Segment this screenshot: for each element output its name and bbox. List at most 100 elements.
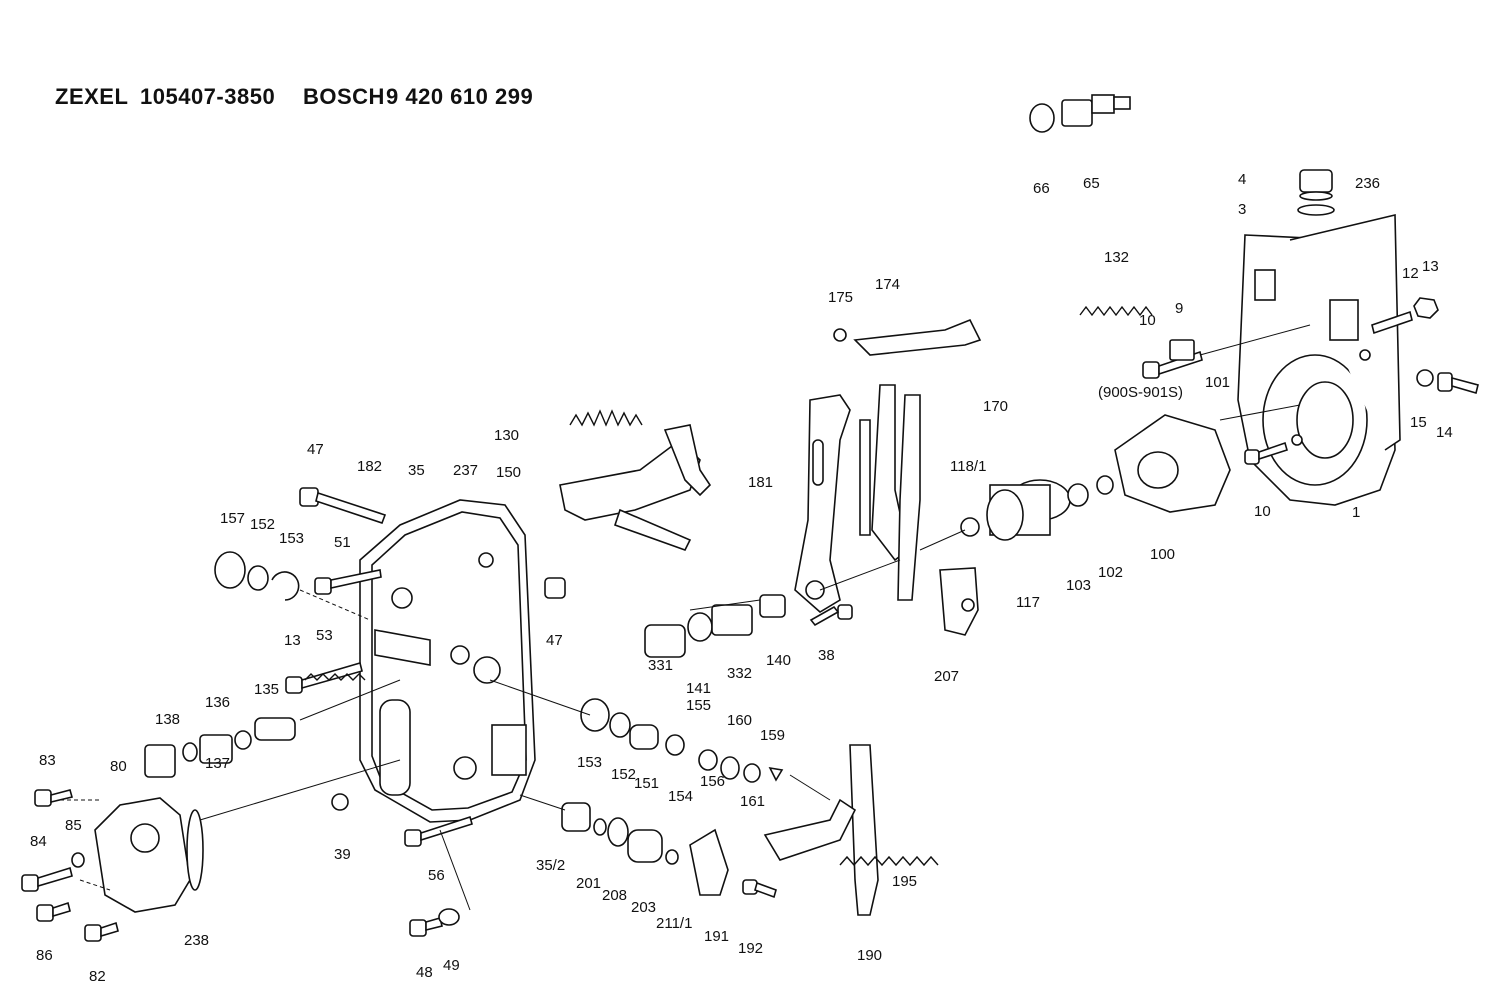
callout-label: 135 — [254, 681, 279, 698]
callout-label: 38 — [818, 647, 835, 664]
callout-label: 1 — [1352, 504, 1360, 521]
brand-bosch: BOSCH — [303, 84, 385, 109]
callout-label: 191 — [704, 928, 729, 945]
callout-label: 35/2 — [536, 857, 565, 874]
callout-label: 14 — [1436, 424, 1453, 441]
callout-label: 138 — [155, 711, 180, 728]
callout-label: 117 — [1016, 594, 1040, 611]
callout-label: 39 — [334, 846, 351, 863]
callout-label: 80 — [110, 758, 127, 775]
callout-label: 236 — [1355, 175, 1380, 192]
callout-label: 153 — [279, 530, 304, 547]
callout-label: 102 — [1098, 564, 1123, 581]
callout-label: 48 — [416, 964, 433, 981]
callout-label: 152 — [250, 516, 275, 533]
small-parts-row — [580, 698, 784, 783]
callout-label: 332 — [727, 665, 752, 682]
callout-label: 66 — [1033, 180, 1050, 197]
callout-label: 331 — [648, 657, 673, 674]
fitting-65 — [1029, 94, 1131, 133]
springs — [304, 305, 1153, 867]
callout-label: 83 — [39, 752, 56, 769]
callout-label: 35 — [408, 462, 425, 479]
callout-label: 192 — [738, 940, 763, 957]
callout-label: 151 — [634, 775, 659, 792]
lower-parts-row — [561, 802, 679, 865]
callout-label: 140 — [766, 652, 791, 669]
callout-label: 136 — [205, 694, 230, 711]
callout-label: 157 — [220, 510, 245, 527]
pump-housing-1 — [1237, 213, 1401, 506]
callout-label: 208 — [602, 887, 627, 904]
callout-label: 237 — [453, 462, 478, 479]
bracket-207 — [939, 567, 979, 636]
lever-181 — [794, 394, 851, 613]
callout-label: 201 — [576, 875, 601, 892]
callout-label: 181 — [748, 474, 773, 491]
callout-label: 150 — [496, 464, 521, 481]
callout-label: 84 — [30, 833, 47, 850]
zexel-part-number: 105407-3850 — [140, 84, 275, 109]
callout-label: 207 — [934, 668, 959, 685]
callout-label: 153 — [577, 754, 602, 771]
callout-label: 159 — [760, 727, 785, 744]
callout-label: 156 — [700, 773, 725, 790]
lever-174 — [833, 318, 982, 356]
callout-label: 141 — [686, 680, 711, 697]
plug-4 — [1297, 169, 1335, 216]
callout-label: 47 — [307, 441, 324, 458]
callout-label: 154 — [668, 788, 693, 805]
callout-label: 51 — [334, 534, 351, 551]
callout-label: 155 — [686, 697, 711, 714]
plate-191 — [689, 828, 729, 896]
callout-label: 82 — [89, 968, 106, 985]
callout-label: 174 — [875, 276, 900, 293]
callout-label: 12 — [1402, 265, 1419, 282]
callout-label: 161 — [740, 793, 765, 810]
callout-label: 132 — [1104, 249, 1129, 266]
callout-label: 195 — [892, 873, 917, 890]
callout-label: 85 — [65, 817, 82, 834]
left-parts — [144, 551, 300, 778]
header: ZEXEL 105407-3850 BOSCH 9 420 610 299 — [55, 84, 533, 109]
callout-label: 182 — [357, 458, 382, 475]
lever-shaft-150 — [559, 424, 712, 551]
callout-label: 4 — [1238, 171, 1246, 188]
cover-80 — [94, 797, 204, 913]
callout-label: 47 — [546, 632, 563, 649]
callout-label: 203 — [631, 899, 656, 916]
callout-label: 160 — [727, 712, 752, 729]
callout-label: 3 — [1238, 201, 1246, 218]
callout-label: 9 — [1175, 300, 1183, 317]
callout-label: 10 — [1254, 503, 1271, 520]
callout-label: 13 — [284, 632, 301, 649]
callout-label: 118/1 — [950, 458, 986, 475]
callout-label: 86 — [36, 947, 53, 964]
assembly-lines — [60, 324, 1311, 911]
bolts — [21, 297, 1479, 942]
callout-label: 15 — [1410, 414, 1427, 431]
callout-label: 56 — [428, 867, 445, 884]
callout-label: 53 — [316, 627, 333, 644]
lever-190 — [763, 744, 879, 916]
lever-170 — [859, 384, 921, 601]
callout-label: 103 — [1066, 577, 1091, 594]
callout-label: 10 — [1139, 312, 1156, 329]
governor-cover-35 — [359, 499, 536, 823]
brand-zexel: ZEXEL — [55, 84, 128, 109]
callout-label: 101 — [1205, 374, 1230, 391]
threaded-parts-row — [644, 594, 786, 658]
bosch-part-number: 9 420 610 299 — [386, 84, 533, 109]
callout-label: (900S-901S) — [1098, 384, 1183, 401]
callout-label: 190 — [857, 947, 882, 964]
callout-label: 211/1 — [656, 915, 692, 932]
callout-label: 238 — [184, 932, 209, 949]
callout-label: 170 — [983, 398, 1008, 415]
callout-label: 100 — [1150, 546, 1175, 563]
callout-label: 65 — [1083, 175, 1100, 192]
callout-label: 152 — [611, 766, 636, 783]
flyweight-assembly-100 — [1114, 414, 1231, 513]
callout-label: 137 — [205, 755, 230, 772]
